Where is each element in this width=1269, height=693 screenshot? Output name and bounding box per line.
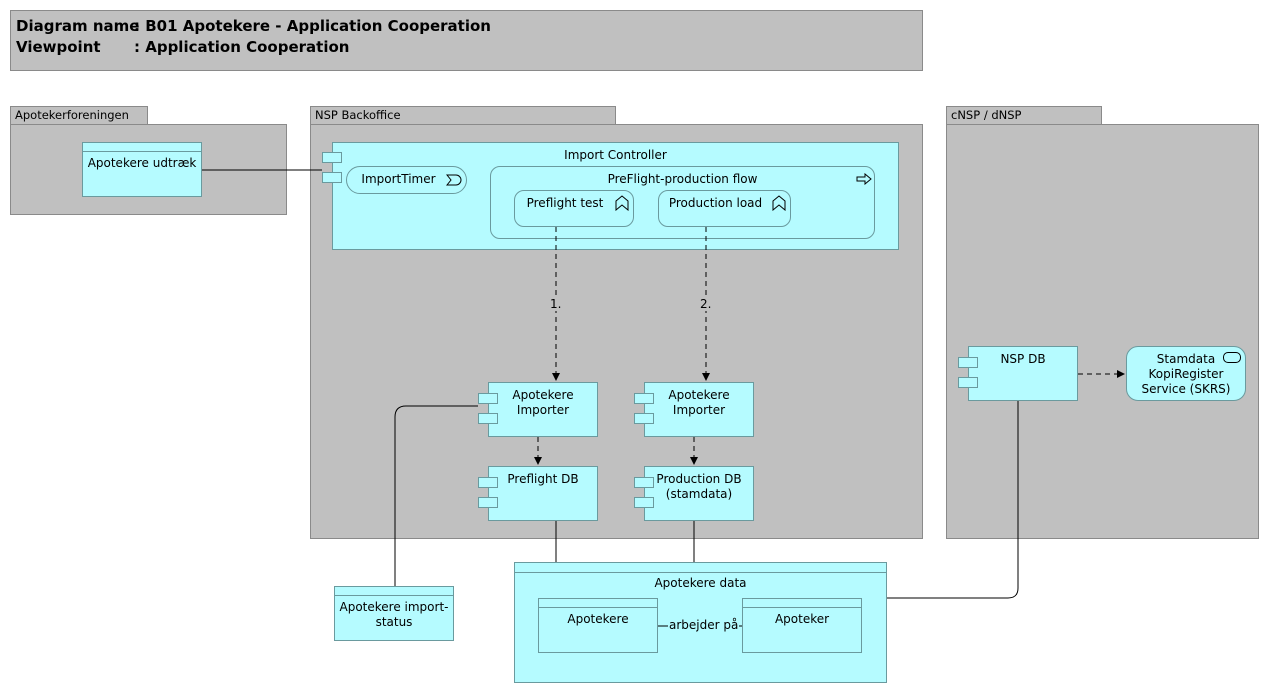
diagram-name-row: Diagram name: B01 Apotekere - Applicatio… (16, 17, 491, 35)
data-object-apotekere[interactable]: Apotekere (538, 598, 658, 653)
diagram-header: Diagram name: B01 Apotekere - Applicatio… (10, 10, 923, 71)
association-label: arbejder på (668, 618, 740, 632)
preflight-flow-label: PreFlight-production flow (607, 172, 758, 186)
importer1-line2: Importer (516, 403, 570, 417)
component-port-icon (478, 413, 498, 424)
function-icon (772, 195, 786, 211)
apoteker-label: Apoteker (774, 612, 830, 626)
function-production-load[interactable]: Production load (658, 190, 791, 227)
importer2-line2: Importer (672, 403, 726, 417)
component-port-icon (634, 497, 654, 508)
preflight-db-label: Preflight DB (507, 472, 579, 486)
component-port-icon (322, 172, 342, 183)
viewpoint-key: Viewpoint (16, 38, 101, 56)
connector-data-nsp-db[interactable] (887, 401, 1019, 599)
component-apotekere-importer-production[interactable]: Apotekere Importer (644, 382, 754, 437)
group-tab-apotekerforeningen[interactable]: Apotekerforeningen (10, 106, 148, 125)
import-status-line2: status (375, 615, 413, 629)
service-skrs[interactable]: Stamdata KopiRegister Service (SKRS) (1126, 346, 1246, 401)
function-icon (615, 195, 629, 211)
nsp-db-label: NSP DB (1000, 352, 1046, 366)
production-load-label: Production load (668, 196, 763, 210)
data-object-apoteker[interactable]: Apoteker (742, 598, 862, 653)
group-label-nsp-backoffice: NSP Backoffice (315, 108, 401, 122)
data-object-header-line (335, 595, 453, 596)
component-preflight-db[interactable]: Preflight DB (488, 466, 598, 521)
data-object-header-line (743, 607, 861, 608)
component-port-icon (322, 152, 342, 163)
viewpoint-row: Viewpoint : Application Cooperation (16, 38, 349, 56)
component-production-db[interactable]: Production DB (stamdata) (644, 466, 754, 521)
import-timer-label: ImportTimer (361, 172, 436, 186)
component-port-icon (478, 477, 498, 488)
skrs-line2: KopiRegister (1148, 367, 1224, 381)
component-port-icon (478, 393, 498, 404)
data-object-header-line (515, 572, 886, 573)
component-nsp-db[interactable]: NSP DB (968, 346, 1078, 401)
group-tab-cnsp[interactable]: cNSP / dNSP (946, 106, 1102, 125)
production-db-line1: Production DB (656, 472, 742, 486)
component-port-icon (958, 357, 978, 368)
component-port-icon (634, 477, 654, 488)
preflight-test-label: Preflight test (526, 196, 604, 210)
group-label-apotekerforeningen: Apotekerforeningen (15, 108, 129, 122)
service-icon (1223, 352, 1241, 363)
process-arrow-icon (856, 173, 872, 185)
group-tab-nsp-backoffice[interactable]: NSP Backoffice (310, 106, 616, 125)
data-object-apotekere-udtraek[interactable]: Apotekere udtræk (82, 142, 202, 197)
component-port-icon (958, 377, 978, 388)
connector-importer-status[interactable] (394, 405, 478, 586)
function-preflight-test[interactable]: Preflight test (514, 190, 634, 227)
component-port-icon (478, 497, 498, 508)
component-apotekere-importer-preflight[interactable]: Apotekere Importer (488, 382, 598, 437)
group-label-cnsp: cNSP / dNSP (951, 108, 1022, 122)
component-port-icon (634, 393, 654, 404)
apotekere-data-label: Apotekere data (654, 576, 747, 590)
skrs-line1: Stamdata (1156, 352, 1216, 366)
event-icon (446, 174, 462, 186)
event-import-timer[interactable]: ImportTimer (346, 166, 467, 194)
importer1-line1: Apotekere (512, 388, 574, 402)
group-cnsp[interactable] (946, 124, 1259, 539)
data-object-header-line (83, 151, 201, 152)
data-object-import-status[interactable]: Apotekere import- status (334, 586, 454, 641)
importer2-line1: Apotekere (668, 388, 730, 402)
data-object-header-line (539, 607, 657, 608)
diagram-name-key: Diagram name (16, 17, 140, 35)
apotekere-label: Apotekere (567, 612, 629, 626)
viewpoint-value: : Application Cooperation (134, 38, 350, 56)
step-label-1: 1. (548, 297, 564, 311)
production-db-line2: (stamdata) (665, 487, 733, 501)
step-label-2: 2. (698, 297, 714, 311)
component-port-icon (634, 413, 654, 424)
import-status-line1: Apotekere import- (339, 600, 449, 614)
apotekere-udtraek-label: Apotekere udtræk (87, 156, 197, 170)
skrs-line3: Service (SKRS) (1141, 382, 1231, 396)
import-controller-label: Import Controller (564, 148, 667, 162)
diagram-name-value: : B01 Apotekere - Application Cooperatio… (134, 17, 491, 35)
